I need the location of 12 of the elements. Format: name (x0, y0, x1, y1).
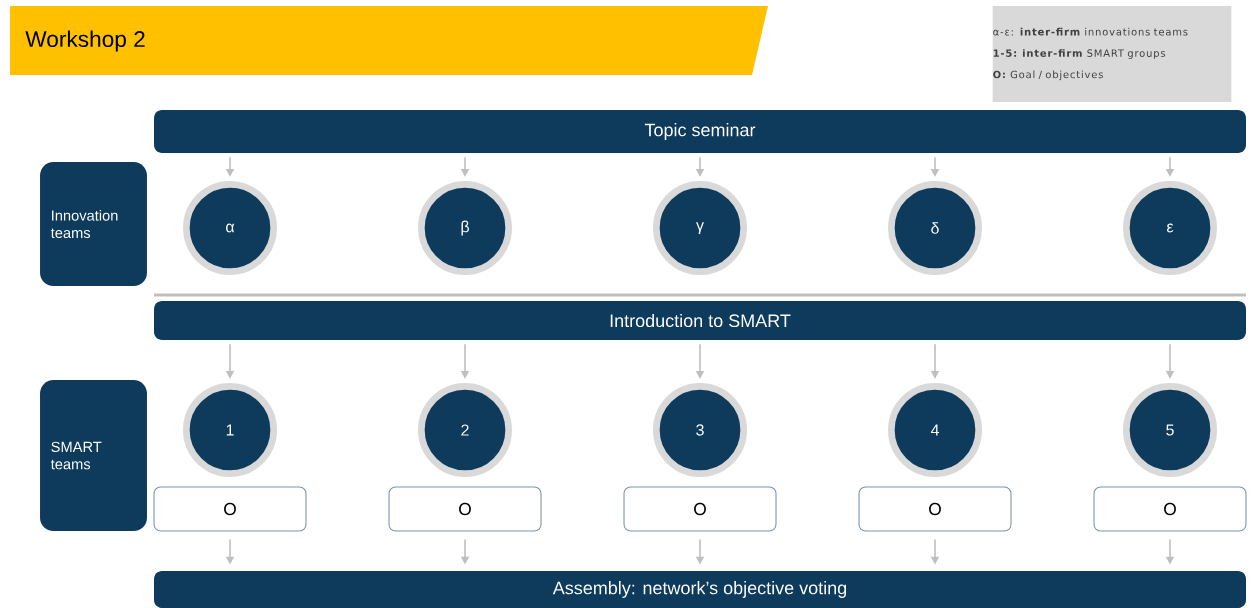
objective-box: O (623, 486, 777, 532)
stage-bar: Assembly: network’s objective voting (154, 570, 1246, 608)
objective-box: O (388, 486, 542, 532)
stage-bar: Topic seminar (154, 110, 1246, 153)
team-label-box: Innovation teams (40, 162, 147, 286)
legend-box: α-ε: inter-firm innovations teams 1-5: inter-firm SMART groups O: Goal / objectives (992, 6, 1232, 102)
objective-box: O (153, 486, 307, 532)
title-banner: Workshop 2 (10, 6, 768, 75)
objective-box: O (858, 486, 1012, 532)
team-label-box: SMART teams (40, 380, 147, 531)
objective-box: O (1093, 486, 1247, 532)
stage-bar: Introduction to SMART (154, 301, 1246, 340)
